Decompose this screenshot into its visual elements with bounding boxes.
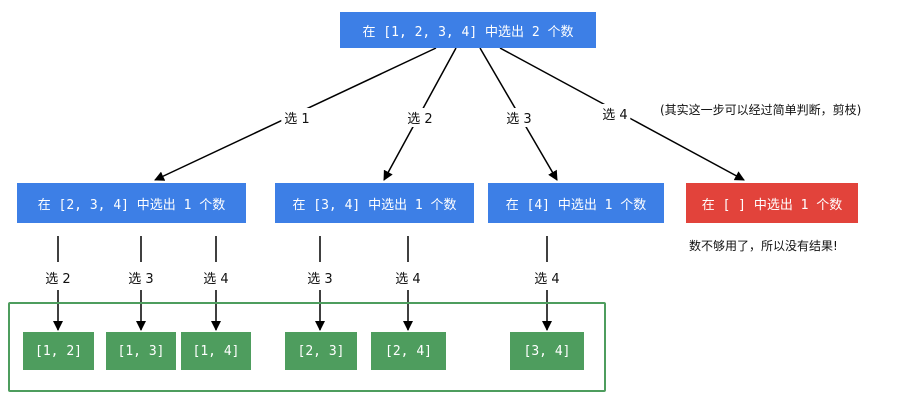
node-choose-from-34: 在 [3, 4] 中选出 1 个数 xyxy=(275,183,474,223)
result-1-4: [1, 4] xyxy=(181,332,251,370)
result-2-3: [2, 3] xyxy=(285,332,357,370)
edge-label-leaf-5: 选 4 xyxy=(395,272,421,287)
result-1-2: [1, 2] xyxy=(23,332,94,370)
edge-label-leaf-1: 选 2 xyxy=(45,272,71,287)
result-1-3: [1, 3] xyxy=(106,332,176,370)
node-label: 在 [ ] 中选出 1 个数 xyxy=(701,197,843,213)
node-label: 在 [2, 3, 4] 中选出 1 个数 xyxy=(37,197,226,213)
result-3-4: [3, 4] xyxy=(510,332,584,370)
root-node: 在 [1, 2, 3, 4] 中选出 2 个数 xyxy=(340,12,596,48)
result-label: [2, 4] xyxy=(385,343,432,359)
results-frame xyxy=(8,302,606,392)
no-result-note: 数不够用了，所以没有结果! xyxy=(689,239,838,253)
edge-label-leaf-3: 选 4 xyxy=(203,272,229,287)
root-node-label: 在 [1, 2, 3, 4] 中选出 2 个数 xyxy=(362,24,574,40)
node-choose-from-4: 在 [4] 中选出 1 个数 xyxy=(488,183,664,223)
result-label: [1, 4] xyxy=(192,343,240,359)
result-label: [1, 2] xyxy=(35,343,82,359)
result-2-4: [2, 4] xyxy=(371,332,446,370)
node-label: 在 [4] 中选出 1 个数 xyxy=(505,197,647,213)
node-choose-from-empty: 在 [ ] 中选出 1 个数 xyxy=(686,183,858,223)
node-label: 在 [3, 4] 中选出 1 个数 xyxy=(292,197,457,213)
edge-label-choose-2: 选 2 xyxy=(404,108,436,127)
prune-note: (其实这一步可以经过简单判断，剪枝) xyxy=(660,103,862,117)
result-label: [3, 4] xyxy=(523,343,571,359)
edge-label-choose-1: 选 1 xyxy=(281,108,313,127)
edge-label-choose-4: 选 4 xyxy=(599,104,631,123)
node-choose-from-234: 在 [2, 3, 4] 中选出 1 个数 xyxy=(17,183,246,223)
result-label: [2, 3] xyxy=(297,343,345,359)
result-label: [1, 3] xyxy=(117,343,165,359)
edge-label-leaf-6: 选 4 xyxy=(534,272,560,287)
edge-label-leaf-2: 选 3 xyxy=(128,272,154,287)
edge-label-leaf-4: 选 3 xyxy=(307,272,333,287)
edge-label-choose-3: 选 3 xyxy=(503,108,535,127)
